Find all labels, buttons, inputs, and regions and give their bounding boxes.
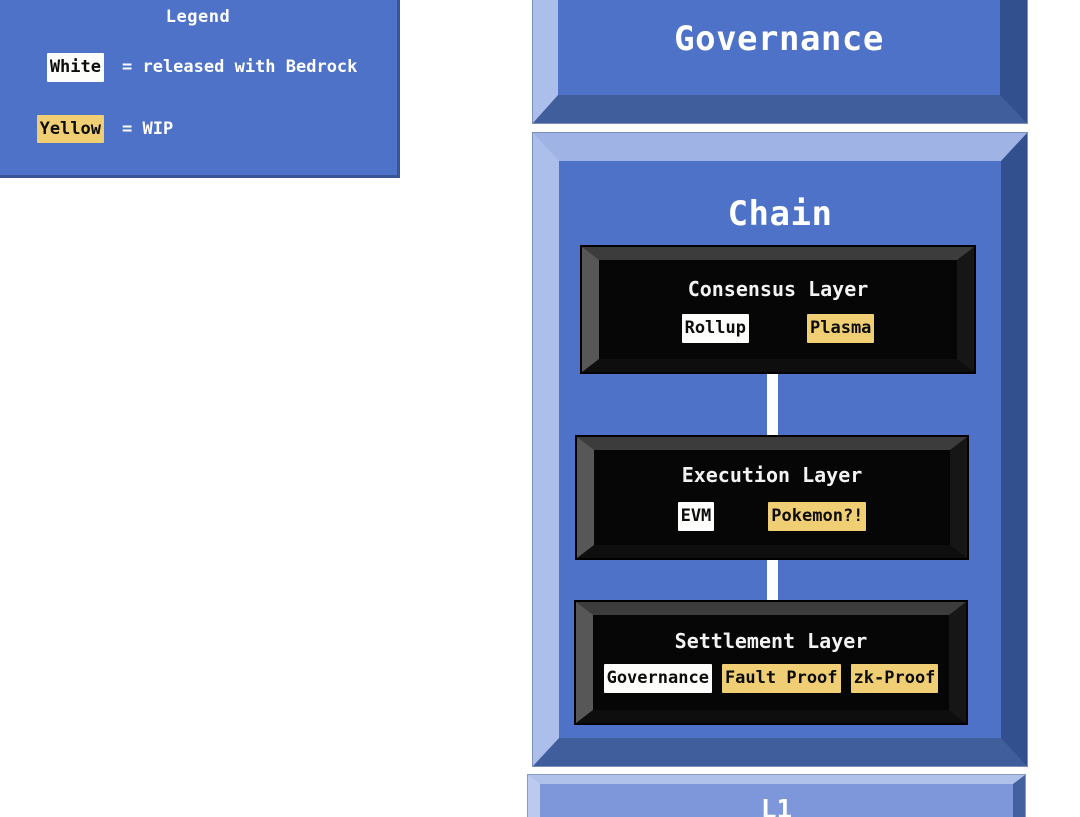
execution-layer-box: Execution Layer EVM Pokemon?! <box>577 437 967 558</box>
chip-pokemon: Pokemon?! <box>768 502 867 531</box>
consensus-layer-title: Consensus Layer <box>687 277 869 301</box>
chip-rollup: Rollup <box>681 314 749 343</box>
legend-description-white: = released with Bedrock <box>122 57 358 78</box>
connector-execution-settlement <box>767 556 778 604</box>
l1-box: L1 <box>528 775 1025 817</box>
legend-chip-column: Yellow <box>0 114 104 144</box>
connector-consensus-execution <box>767 371 778 439</box>
settlement-layer-box: Settlement Layer Governance Fault Proof … <box>576 602 966 723</box>
l1-box-title: L1 <box>760 795 793 817</box>
chain-box-title: Chain <box>727 194 833 234</box>
chip-plasma: Plasma <box>807 314 875 343</box>
settlement-layer-chips: Governance Fault Proof zk-Proof <box>603 664 939 693</box>
consensus-layer-chips: Rollup Plasma <box>681 314 875 343</box>
chip-zk-proof: zk-Proof <box>850 664 939 693</box>
consensus-layer-box: Consensus Layer Rollup Plasma <box>582 247 974 372</box>
chip-fault-proof: Fault Proof <box>721 664 841 693</box>
governance-box: Governance <box>533 0 1027 123</box>
legend-item-white: White = released with Bedrock <box>0 53 397 82</box>
legend-title: Legend <box>165 7 231 27</box>
legend-description-yellow: = WIP <box>122 118 174 139</box>
legend-chip-yellow: Yellow <box>36 114 104 144</box>
settlement-layer-title: Settlement Layer <box>674 629 868 653</box>
chip-governance: Governance <box>603 664 712 693</box>
legend-chip-column: White <box>0 53 104 82</box>
chip-evm: EVM <box>677 502 715 531</box>
execution-layer-title: Execution Layer <box>681 463 863 487</box>
legend-box: Legend White = released with Bedrock Yel… <box>0 0 400 178</box>
governance-box-title: Governance <box>674 19 884 59</box>
execution-layer-chips: EVM Pokemon?! <box>677 502 867 531</box>
legend-item-yellow: Yellow = WIP <box>0 114 397 144</box>
legend-chip-white: White <box>46 53 104 82</box>
